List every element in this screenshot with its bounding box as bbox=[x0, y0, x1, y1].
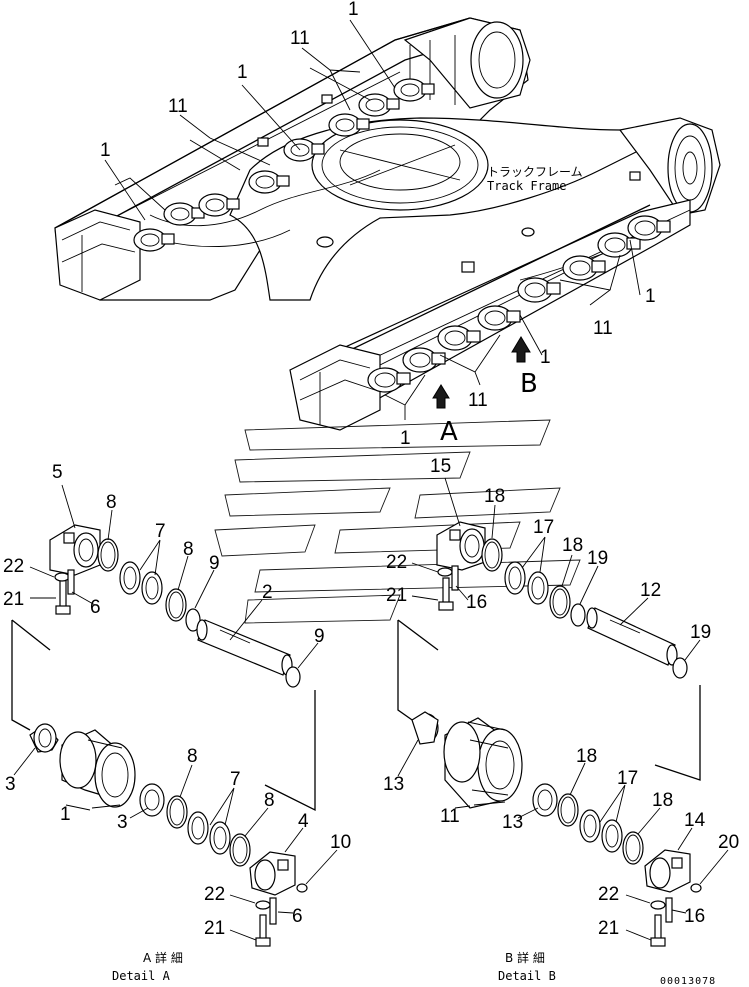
detail-a-leaders bbox=[13, 484, 338, 941]
detail-b-leaders bbox=[397, 477, 729, 941]
callout-b18c: 18 bbox=[576, 746, 597, 767]
callout-b17b: 17 bbox=[617, 768, 638, 789]
callout-t1b: 1 bbox=[237, 62, 248, 83]
callout-b19b: 19 bbox=[690, 622, 711, 643]
callout-b22b: 22 bbox=[598, 884, 619, 905]
callout-b18b: 18 bbox=[562, 535, 583, 556]
callout-b18: 18 bbox=[484, 486, 505, 507]
callout-a9b: 9 bbox=[314, 626, 325, 647]
callout-a21: 21 bbox=[3, 589, 24, 610]
callout-a3: 3 bbox=[5, 774, 16, 795]
callout-b21b: 21 bbox=[598, 918, 619, 939]
callout-a10: 10 bbox=[330, 832, 351, 853]
detail-a-callouts: 5 8 7 8 9 2 9 22 21 6 3 1 3 8 7 8 4 10 2… bbox=[3, 462, 351, 939]
callout-a6b: 6 bbox=[292, 906, 303, 927]
callout-a9: 9 bbox=[209, 553, 220, 574]
callout-b14: 14 bbox=[684, 810, 706, 831]
frame-label-jp: トラックフレーム bbox=[487, 165, 583, 179]
lower-rollers bbox=[367, 215, 671, 393]
caption-a-jp: A 詳 細 bbox=[143, 950, 183, 965]
callout-a8d: 8 bbox=[264, 790, 275, 811]
callout-t1: 1 bbox=[348, 0, 359, 20]
top-leaders bbox=[104, 19, 641, 420]
callout-t1f: 1 bbox=[400, 428, 411, 449]
callout-a6: 6 bbox=[90, 597, 101, 618]
top-callouts: 1 11 1 11 1 1 11 1 11 1 bbox=[100, 0, 656, 449]
callout-t1c: 1 bbox=[100, 140, 111, 161]
callout-b11: 11 bbox=[440, 806, 460, 827]
callout-a1: 1 bbox=[60, 804, 71, 825]
drawing-number: 00013078 bbox=[660, 976, 716, 987]
callout-a22: 22 bbox=[3, 556, 24, 577]
callout-t1d: 1 bbox=[645, 286, 656, 307]
caption-b-jp: B 詳 細 bbox=[505, 950, 545, 965]
callout-b18d: 18 bbox=[652, 790, 673, 811]
view-arrow-a bbox=[432, 384, 450, 409]
detail-b bbox=[397, 521, 702, 947]
callout-a2: 2 bbox=[262, 582, 273, 603]
callout-t11c: 11 bbox=[593, 318, 613, 339]
caption-b-en: Detail B bbox=[498, 969, 556, 983]
callout-b21: 21 bbox=[386, 585, 407, 606]
detail-a bbox=[11, 524, 316, 947]
callout-a8b: 8 bbox=[183, 539, 194, 560]
callout-a22b: 22 bbox=[204, 884, 225, 905]
callout-a5: 5 bbox=[52, 462, 63, 483]
callout-b15: 15 bbox=[430, 456, 451, 477]
caption-a-en: Detail A bbox=[112, 969, 171, 983]
callout-b13: 13 bbox=[383, 774, 404, 795]
callout-t11d: 11 bbox=[468, 390, 488, 411]
callout-a4: 4 bbox=[298, 811, 309, 832]
callout-a21b: 21 bbox=[204, 918, 225, 939]
callout-b17: 17 bbox=[533, 517, 554, 538]
callout-b22: 22 bbox=[386, 552, 407, 573]
callout-t1e: 1 bbox=[540, 347, 551, 368]
callout-b20: 20 bbox=[718, 832, 739, 853]
view-marker-b: B bbox=[520, 369, 538, 399]
frame-label-en: Track Frame bbox=[487, 179, 566, 193]
callout-a8: 8 bbox=[106, 492, 117, 513]
view-arrow-b bbox=[511, 336, 531, 363]
callout-a3b: 3 bbox=[117, 812, 128, 833]
callout-b19: 19 bbox=[587, 548, 608, 569]
view-marker-a: A bbox=[440, 417, 458, 447]
callout-b12: 12 bbox=[640, 580, 661, 601]
callout-t11a: 11 bbox=[290, 28, 310, 49]
callout-b16: 16 bbox=[466, 592, 487, 613]
callout-b13b: 13 bbox=[502, 812, 523, 833]
callout-a7: 7 bbox=[155, 521, 166, 542]
callout-a7b: 7 bbox=[230, 769, 241, 790]
detail-b-callouts: 15 18 17 18 19 12 19 22 21 16 13 11 13 1… bbox=[383, 456, 739, 939]
callout-t11b: 11 bbox=[168, 96, 188, 117]
callout-a8c: 8 bbox=[187, 746, 198, 767]
callout-b16b: 16 bbox=[684, 906, 705, 927]
